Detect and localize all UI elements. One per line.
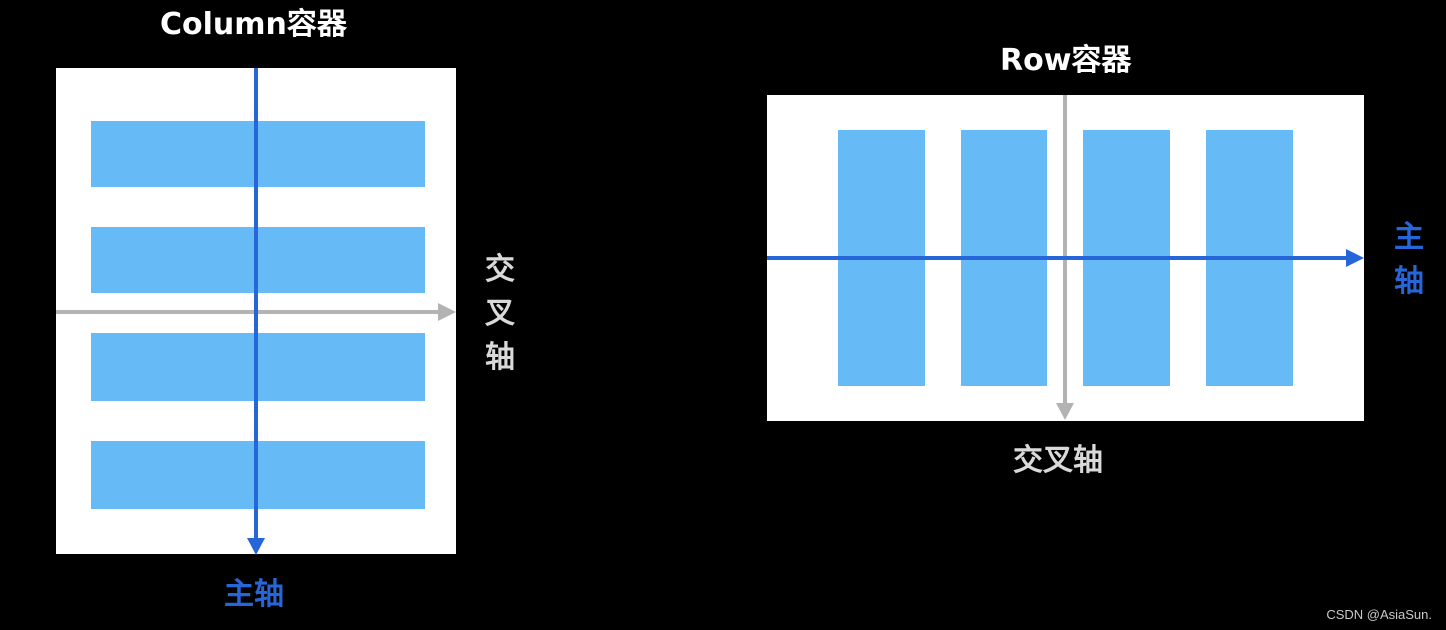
column-item-4 bbox=[91, 441, 425, 509]
column-item-3 bbox=[91, 333, 425, 401]
column-container-title: Column容器 bbox=[160, 7, 347, 42]
row-cross-axis-arrowhead bbox=[1056, 403, 1074, 420]
column-cross-axis-arrowhead bbox=[438, 303, 456, 321]
column-item-1 bbox=[91, 121, 425, 187]
column-main-axis-line bbox=[254, 68, 258, 540]
row-container-title: Row容器 bbox=[1000, 43, 1132, 78]
column-cross-axis-line bbox=[56, 310, 440, 314]
row-cross-axis-line bbox=[1063, 95, 1067, 405]
watermark: CSDN @AsiaSun. bbox=[1326, 607, 1432, 622]
row-main-axis-arrowhead bbox=[1346, 249, 1364, 267]
column-cross-axis-label: 交叉轴 bbox=[485, 252, 515, 375]
column-main-axis-arrowhead bbox=[247, 538, 265, 555]
column-main-axis-label: 主轴 bbox=[224, 577, 284, 612]
row-main-axis-label: 主轴 bbox=[1394, 220, 1424, 299]
row-main-axis-line bbox=[767, 256, 1347, 260]
column-item-2 bbox=[91, 227, 425, 293]
row-cross-axis-label: 交叉轴 bbox=[1013, 443, 1103, 478]
